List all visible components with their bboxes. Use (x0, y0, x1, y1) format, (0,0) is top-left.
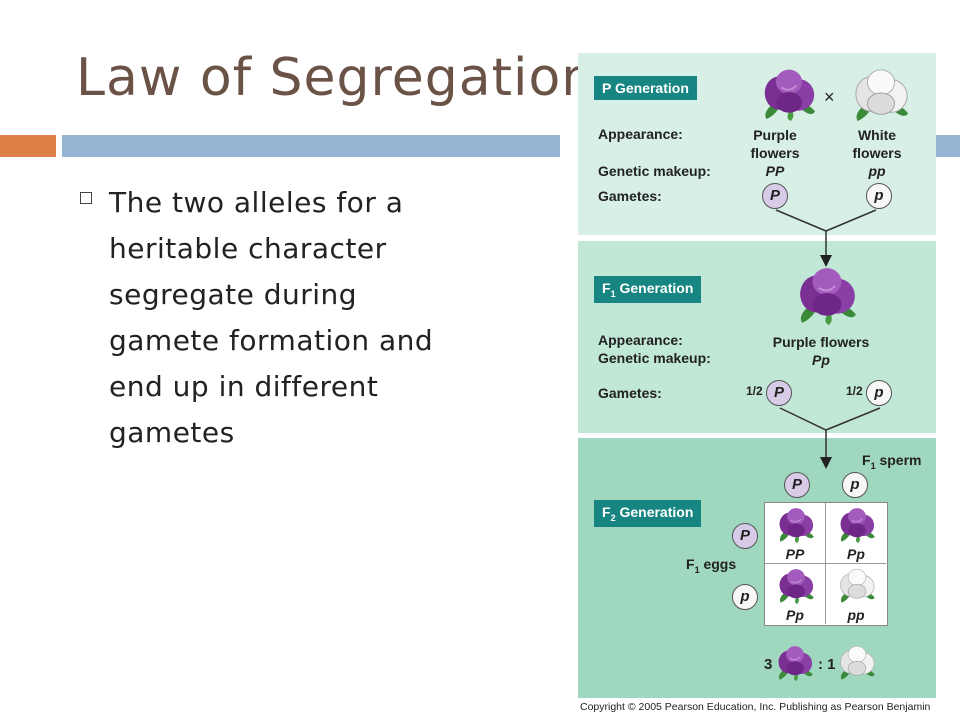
f1-appearance: Purple flowers (772, 334, 870, 350)
punnett-cell: pp (826, 564, 886, 624)
accent-bar-blue (62, 135, 560, 157)
f1-genotype: Pp (812, 352, 830, 368)
p-generation-panel: P Generation × Appearance: Genetic makeu… (578, 53, 936, 235)
genetic-makeup-label: Genetic makeup: (598, 163, 711, 179)
punnett-cell: Pp (765, 564, 825, 624)
cross-connector-arrows (775, 209, 881, 469)
p-generation-label: P Generation (594, 76, 697, 100)
f1-generation-label: F1 Generation (594, 276, 702, 303)
f1-gamete-recessive: p (866, 380, 892, 406)
parent2-genotype: pp (868, 163, 886, 179)
gametes-label: Gametes: (598, 385, 662, 401)
f1-eggs-label: F1 eggs (686, 556, 737, 575)
cell-genotype: PP (785, 546, 805, 562)
accent-bar-blue-right (936, 135, 960, 157)
parent1-gamete: P (762, 183, 788, 209)
gamete-fraction: 1/2 (846, 384, 863, 398)
appearance-label: Appearance: (598, 332, 683, 348)
square-bullet-icon (80, 192, 92, 204)
appearance-label: Appearance: (598, 126, 683, 142)
egg-gamete-recessive: p (732, 584, 758, 610)
mendel-cross-figure: P Generation × Appearance: Genetic makeu… (578, 53, 936, 698)
slide-title: Law of Segregation (76, 48, 596, 108)
grid-line (765, 563, 886, 564)
parent2-appearance: White flowers (852, 127, 902, 161)
genetic-makeup-label: Genetic makeup: (598, 350, 711, 366)
cell-genotype: pp (847, 607, 865, 623)
parent1-appearance: Purple flowers (750, 127, 800, 161)
parent2-gamete: p (866, 183, 892, 209)
gamete-fraction: 1/2 (746, 384, 763, 398)
cross-symbol: × (824, 87, 835, 107)
punnett-cell: PP (765, 503, 825, 563)
sperm-gamete-recessive: p (842, 472, 868, 498)
accent-bar-orange (0, 135, 56, 157)
ratio-recessive-count: : 1 (818, 656, 836, 673)
egg-gamete-dominant: P (732, 523, 758, 549)
ratio-dominant-count: 3 (764, 656, 773, 673)
punnett-cell: Pp (826, 503, 886, 563)
f2-generation-label: F2 Generation (594, 500, 702, 527)
parent1-genotype: PP (765, 163, 785, 179)
f1-gamete-dominant: P (766, 380, 792, 406)
bullet-item: The two alleles for a heritable characte… (80, 180, 540, 456)
punnett-square: PP Pp Pp pp (764, 502, 888, 626)
copyright-notice: Copyright © 2005 Pearson Education, Inc.… (580, 701, 931, 713)
f1-sperm-label: F1 sperm (862, 452, 922, 471)
f2-generation-panel: F1 sperm P p F2 Generation P F1 eggs p P… (578, 438, 936, 698)
bullet-text: The two alleles for a heritable characte… (109, 186, 434, 449)
f1-generation-panel: F1 Generation Appearance: Genetic makeup… (578, 241, 936, 433)
gametes-label: Gametes: (598, 188, 662, 204)
cell-genotype: Pp (786, 607, 804, 623)
cell-genotype: Pp (847, 546, 865, 562)
sperm-gamete-dominant: P (784, 472, 810, 498)
